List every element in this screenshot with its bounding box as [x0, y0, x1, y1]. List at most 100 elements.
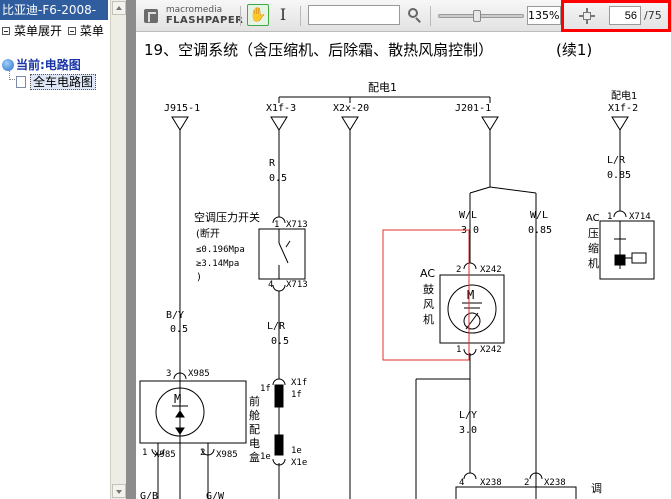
pin-number: 1f [260, 384, 271, 394]
right-bus-label: 配电1 [611, 89, 637, 102]
pin-connector: X242 [480, 265, 502, 275]
pressure-switch-label: 空调压力开关 [194, 210, 260, 224]
pin-connector: X985 [216, 450, 238, 460]
right-edge-label: 调 [591, 482, 602, 495]
search-button[interactable] [405, 6, 423, 24]
pin-arc [463, 472, 477, 480]
pin-connector: X714 [629, 212, 651, 222]
pressure-switch-detail: ≤0.196Mpa [196, 245, 245, 255]
pin-number: 2 [200, 448, 205, 458]
flashpaper-logo: macromedia FLASHPAPER [144, 6, 243, 26]
hand-icon: ✋ [249, 7, 267, 23]
zoom-level[interactable]: 135% [527, 6, 561, 25]
scroll-up-button[interactable] [112, 1, 126, 15]
pin-connector: X238 [544, 478, 566, 488]
tree-menu-bar: 菜单展开 菜单 [0, 22, 110, 40]
connector-triangle [270, 116, 288, 131]
zoom-slider[interactable] [438, 10, 524, 22]
flashpaper-viewer: macromedia FLASHPAPER ✋ I 135% /75 19、空调… [136, 0, 671, 499]
fan-icon [463, 312, 481, 330]
macromedia-logo-icon [144, 9, 158, 23]
connector-label: J201-1 [455, 103, 491, 114]
motor-box [139, 380, 247, 444]
wire-color: G/W [206, 491, 225, 499]
wire [489, 186, 537, 194]
tree-scrollbar[interactable] [110, 0, 126, 499]
tree-root-current[interactable]: 当前:电路图 [2, 56, 81, 73]
pane-splitter[interactable] [126, 0, 136, 499]
compressor-label: 压 [588, 227, 599, 240]
pin-arc [529, 472, 543, 480]
search-icon-handle [415, 17, 421, 23]
pin-number: 1 [456, 345, 461, 355]
pin-number: 1 [274, 220, 279, 230]
pin-connector: X242 [480, 345, 502, 355]
document-icon [16, 76, 26, 88]
coil-symbol [631, 252, 647, 264]
fuse-box-label: 配 [249, 423, 260, 436]
wire-color: L/R [267, 321, 286, 332]
zoom-slider-thumb[interactable] [473, 10, 481, 22]
logo-text: macromedia FLASHPAPER [166, 6, 244, 27]
tree-root-label: 当前:电路图 [16, 58, 81, 72]
document-page[interactable]: 19、空调系统（含压缩机、后除霜、散热风扇控制） (续1) 配电1 J915-1… [136, 33, 671, 499]
fuse-box-label: 前 [249, 394, 260, 408]
diagram-continued: (续1) [556, 41, 592, 59]
blower-label: AC [420, 267, 435, 280]
motor-arrow-head [175, 427, 185, 435]
pin-number: 1f [291, 390, 302, 400]
document-tree-pane: 比亚迪-F6-2008- 菜单展开 菜单 当前:电路图 全车电路图 [0, 0, 110, 499]
pressure-switch-detail: ) [196, 272, 202, 283]
motor-arrow-head [175, 410, 185, 418]
tree-item-wiring-diagram[interactable]: 全车电路图 [16, 73, 97, 90]
connector-label: X2x-20 [333, 103, 369, 114]
text-select-button[interactable]: I [276, 5, 290, 25]
pin-connector: X1f [291, 378, 307, 388]
fan-blade [465, 312, 479, 330]
connector-triangle [171, 116, 189, 131]
expand-menu-label: 菜单展开 [14, 24, 63, 38]
pressure-switch-box [258, 228, 306, 280]
wiring-diagram: 19、空调系统（含压缩机、后除霜、散热风扇控制） (续1) 配电1 J915-1… [139, 41, 655, 499]
pin-number: 1 [142, 448, 147, 458]
wire-color: R [269, 158, 276, 169]
fuse-box-label: 舱 [249, 408, 260, 422]
fit-page-button[interactable] [577, 6, 597, 26]
pin-connector: X713 [286, 220, 308, 230]
connector-label: J915-1 [164, 103, 200, 114]
expand-menu-button[interactable]: 菜单展开 [2, 22, 62, 40]
arrow-up-icon [116, 6, 122, 10]
fuse [274, 384, 284, 408]
connector-triangle [341, 116, 359, 131]
collapse-menu-button[interactable]: 菜单 [67, 22, 104, 40]
fuse [274, 434, 284, 456]
hand-tool-button[interactable]: ✋ [247, 4, 269, 26]
blower-circle [447, 284, 497, 334]
motor-circle [155, 387, 205, 437]
blower-label: 鼓 [423, 282, 434, 296]
compressor-label: AC [586, 213, 600, 224]
blower-highlight-box [382, 229, 470, 361]
clutch-symbol [614, 254, 626, 266]
document-title: 比亚迪-F6-2008- [0, 0, 108, 20]
pin-connector: X985 [188, 369, 210, 379]
pin-connector: X713 [286, 280, 308, 290]
motor-symbol: M [174, 392, 181, 406]
wire-gauge: 0.5 [271, 336, 289, 347]
wire-color: L/R [607, 155, 626, 166]
pin-number: 1 [607, 212, 612, 222]
wire-color: G/B [140, 491, 158, 499]
bus-label: 配电1 [368, 81, 397, 94]
pin-number: 1e [291, 446, 302, 456]
scroll-down-button[interactable] [112, 484, 126, 498]
pin-number: 1e [260, 452, 271, 462]
blower-label: 机 [423, 312, 434, 326]
fit-page-icon-box [583, 12, 591, 20]
pin-number: 2 [524, 478, 529, 488]
diagram-title: 19、空调系统（含压缩机、后除霜、散热风扇控制） [144, 41, 493, 59]
collapse-menu-label: 菜单 [79, 24, 104, 38]
compressor-box [599, 220, 655, 280]
page-number-input[interactable] [609, 6, 641, 25]
search-input[interactable] [308, 5, 400, 25]
pin-number: 3 [166, 369, 171, 379]
